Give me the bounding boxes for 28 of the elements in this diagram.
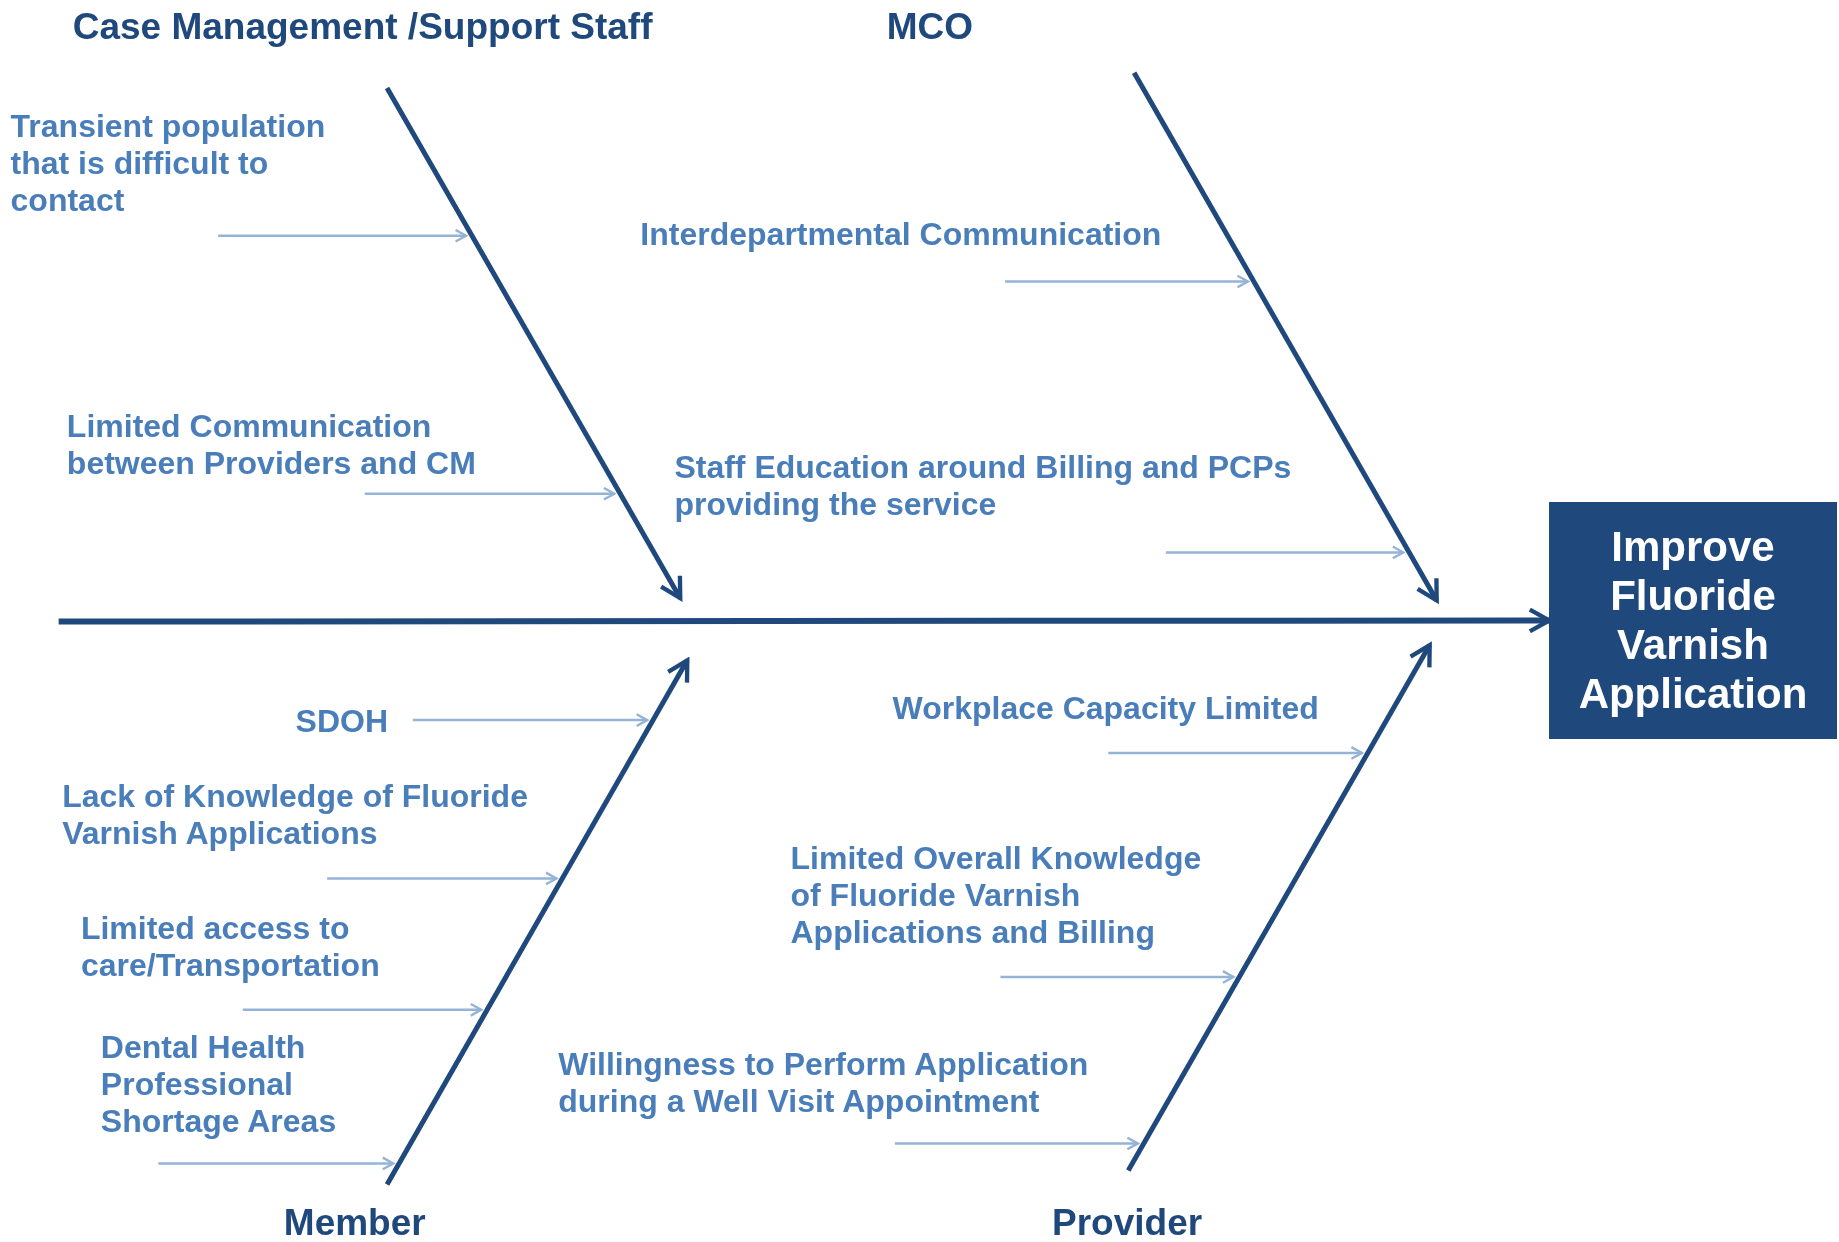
cause-label: Staff Education around Billing and PCPs providing the service <box>674 449 1293 524</box>
arrow <box>1108 745 1364 760</box>
arrow <box>894 1136 1140 1151</box>
cause-label: Limited Communication between Providers and CM <box>66 408 477 483</box>
arrow <box>242 1002 483 1017</box>
arrow <box>327 871 558 886</box>
category-label: Case Management /Support Staff <box>72 7 653 48</box>
category-label: Provider <box>1052 1203 1203 1242</box>
cause-label: Lack of Knowledge of Fluoride Varnish Applications <box>62 777 529 852</box>
cause-label: SDOH <box>295 702 389 740</box>
arrow <box>364 486 616 501</box>
arrow <box>218 228 468 243</box>
cause-label: Interdepartmental Communication <box>640 215 1163 253</box>
effect-box <box>1549 501 1837 739</box>
arrow <box>158 1156 395 1171</box>
category-label: Member <box>283 1203 426 1242</box>
cause-label: Transient population that is difficult to contact <box>10 107 327 219</box>
arrow <box>1005 274 1250 289</box>
arrow <box>412 713 649 728</box>
arrow <box>1000 969 1235 984</box>
effect-label: Improve Fluoride Varnish Application <box>1577 522 1809 719</box>
category-label: MCO <box>886 7 973 48</box>
cause-label: Dental Health Professional Shortage Areas <box>100 1028 338 1140</box>
cause-label: Workplace Capacity Limited <box>892 689 1320 727</box>
cause-label: Limited access to care/Transportation <box>80 910 381 985</box>
cause-label: Limited Overall Knowledge of Fluoride Varnish Applications and Billing <box>790 839 1203 951</box>
arrow <box>1165 545 1405 560</box>
cause-label: Willingness to Perform Application during a Well Visit Appointment <box>558 1046 1090 1121</box>
